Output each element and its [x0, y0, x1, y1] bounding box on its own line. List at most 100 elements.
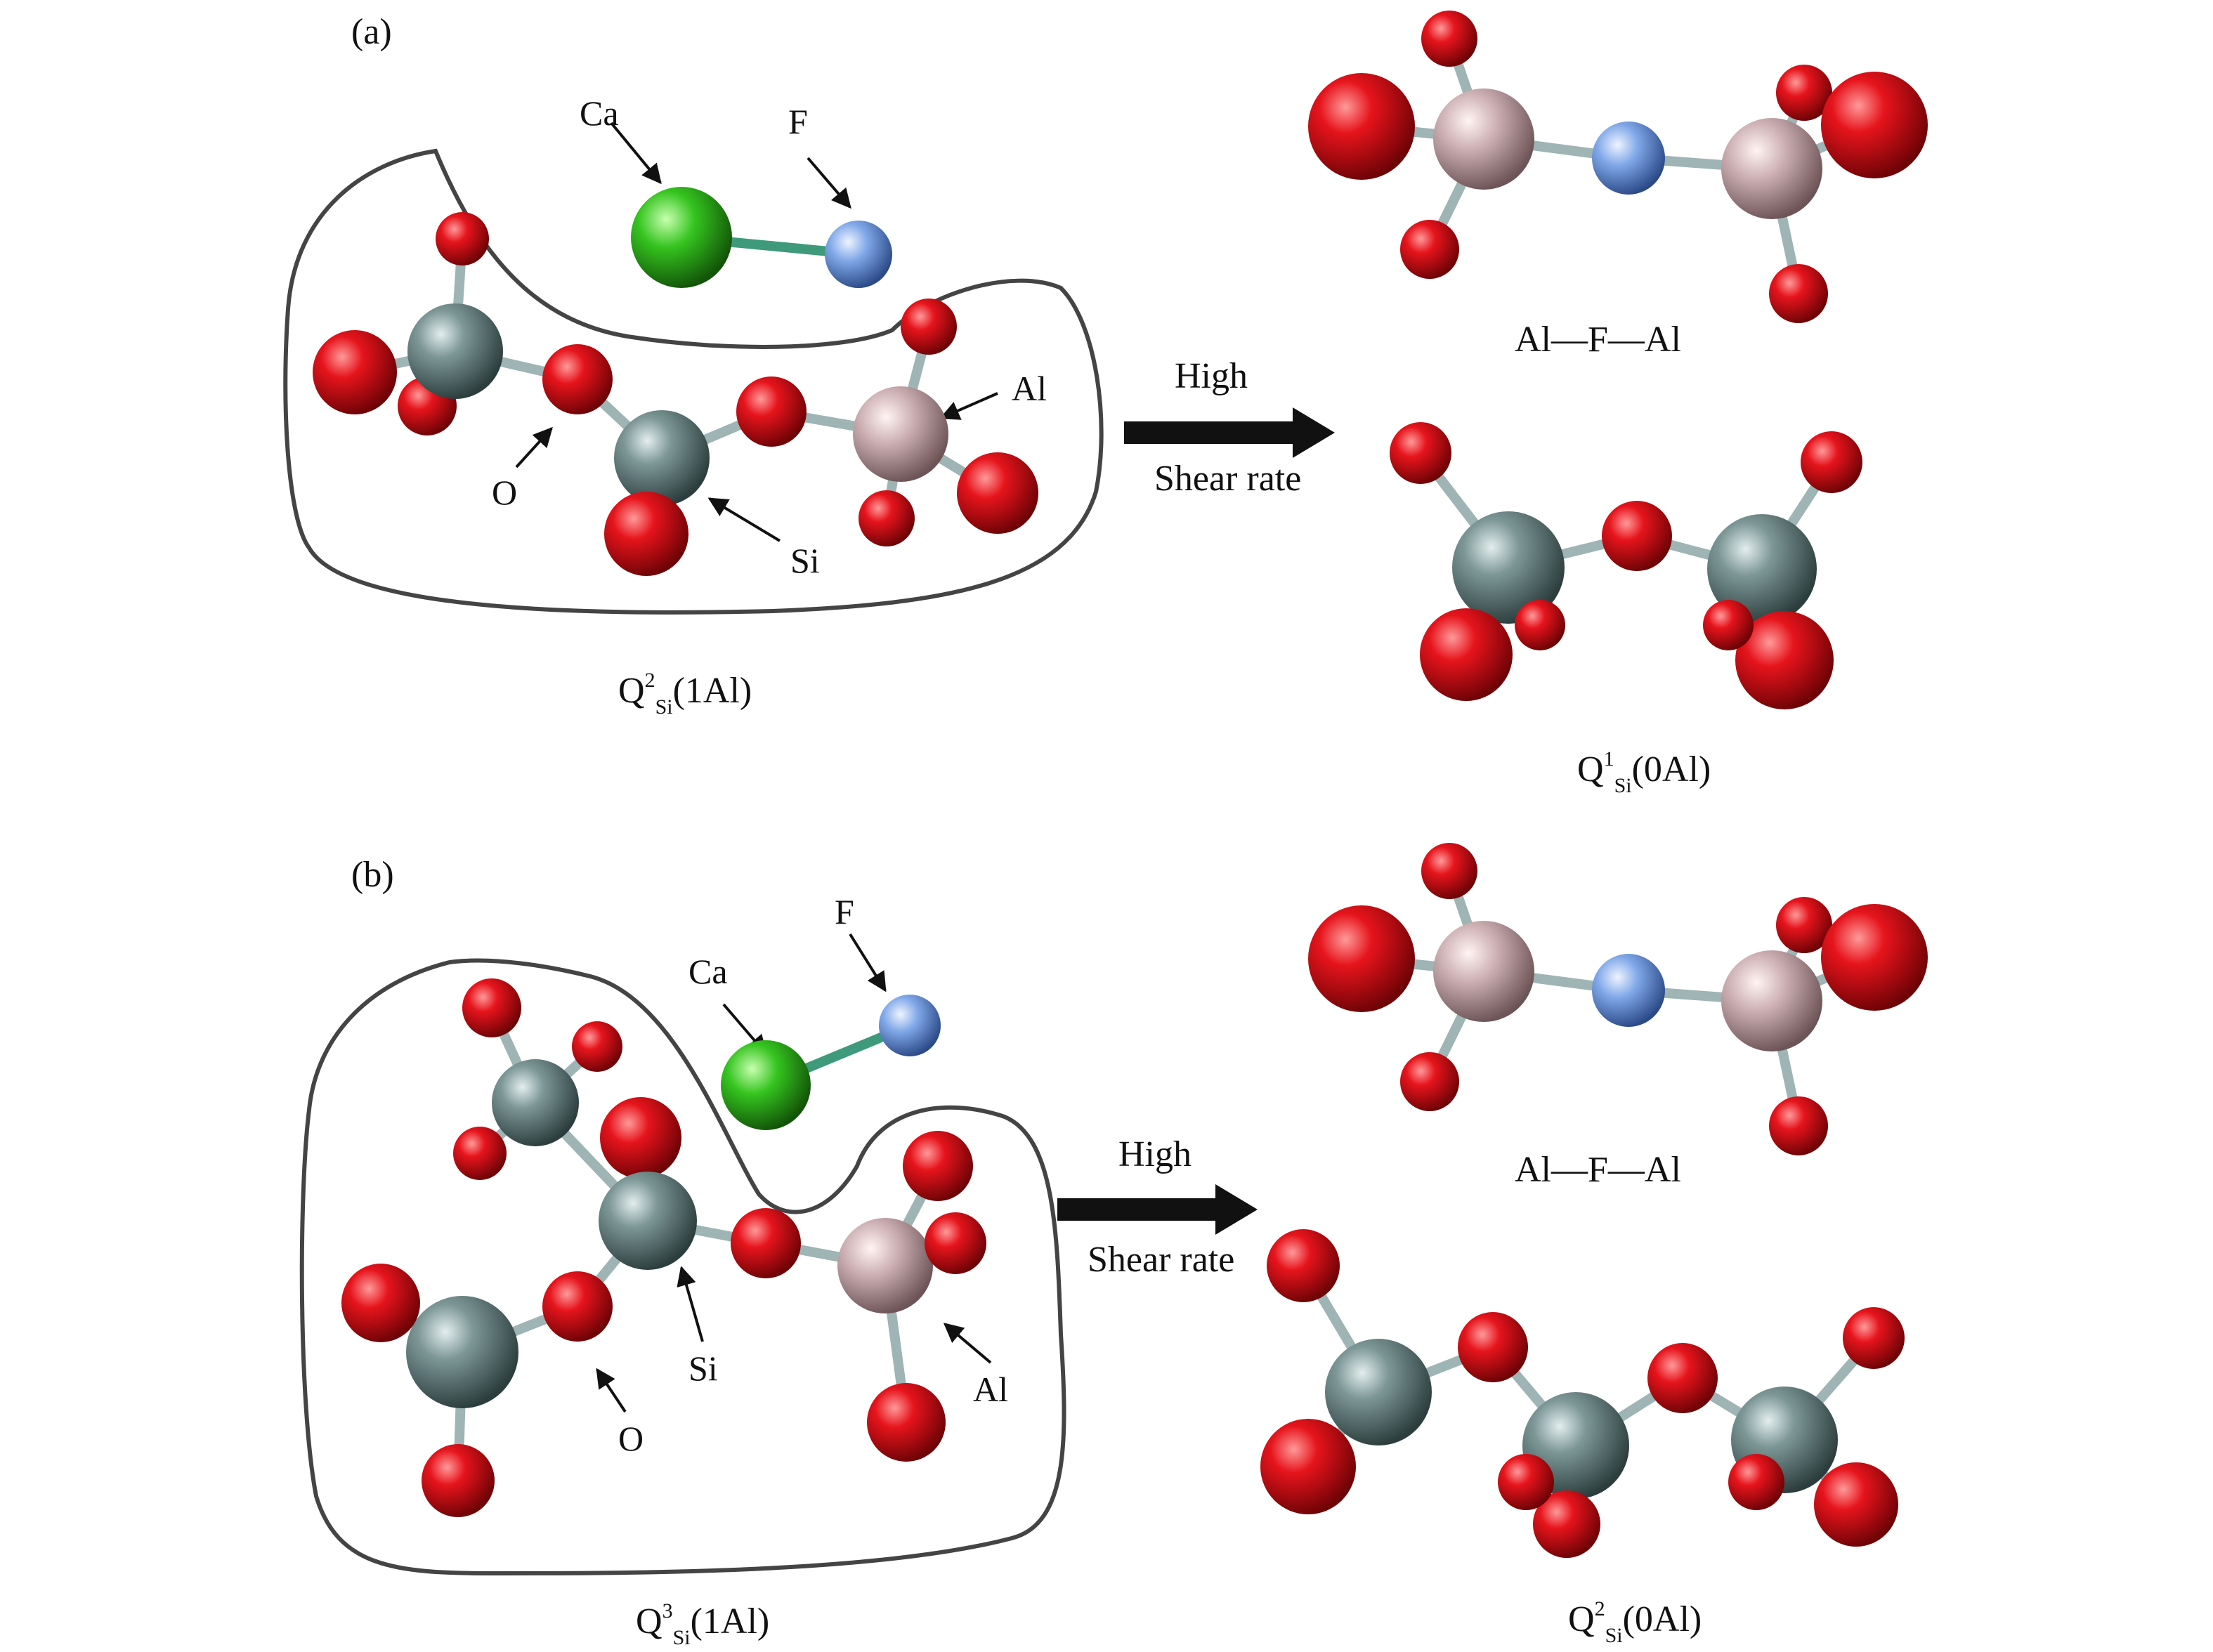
- oxygen-atom: [1390, 422, 1451, 484]
- product-caption-alfal: Al—F—Al: [1515, 1150, 1681, 1190]
- silicon-atom: [1707, 514, 1817, 624]
- oxygen-atom: [1458, 1312, 1528, 1382]
- panel-b-label: (b): [351, 855, 394, 895]
- caption-main: Q: [618, 671, 645, 711]
- oxygen-atom: [1703, 600, 1754, 650]
- caption-superscript: 3: [662, 1599, 673, 1622]
- atom-label-si: Si: [688, 1349, 718, 1388]
- oxygen-atom: [731, 1208, 801, 1278]
- fluorine-atom: [1592, 954, 1665, 1027]
- arrow-label-top: High: [1118, 1134, 1192, 1174]
- molecule-al-f-al: [1308, 843, 1928, 1155]
- silicon-atom: [407, 303, 503, 399]
- aluminum-atom: [1433, 921, 1534, 1022]
- atom-label-ca: Ca: [688, 952, 728, 991]
- molecule-q-product: [1260, 1229, 1905, 1558]
- product-caption-q: Q2Si(0Al): [1568, 1597, 1702, 1647]
- panel-a-label: (a): [351, 12, 392, 52]
- oxygen-atom: [600, 1097, 681, 1179]
- silicon-atom: [406, 1296, 518, 1408]
- caption-subscript: Si: [655, 695, 673, 719]
- oxygen-atom: [1776, 65, 1832, 121]
- aluminum-atom: [853, 386, 948, 482]
- oxygen-atom: [341, 1264, 420, 1342]
- oxygen-atom: [903, 1131, 973, 1201]
- reaction-arrow: [1057, 1184, 1258, 1235]
- atom-label-f: F: [788, 102, 808, 141]
- caption-subscript: Si: [673, 1626, 691, 1649]
- caption-tail: (1Al): [673, 671, 752, 711]
- atom-label-o: O: [492, 473, 517, 512]
- caption-superscript: 2: [645, 669, 655, 692]
- molecule-reactant: [313, 187, 1038, 576]
- oxygen-atom: [1421, 843, 1477, 899]
- caption-superscript: 2: [1595, 1597, 1605, 1620]
- oxygen-atom: [462, 978, 521, 1037]
- pointer-arrow-f: [807, 157, 851, 209]
- pointer-arrow-ca: [610, 122, 662, 185]
- aluminum-atom: [1721, 950, 1822, 1051]
- oxygen-atom: [1498, 1454, 1554, 1510]
- reaction-arrow: [1124, 407, 1335, 458]
- oxygen-atom: [1400, 220, 1459, 279]
- oxygen-atom: [736, 376, 807, 447]
- caption-superscript: 1: [1604, 747, 1614, 771]
- oxygen-atom: [572, 1021, 622, 1072]
- oxygen-atom: [1533, 1490, 1600, 1558]
- calcium-atom: [721, 1040, 811, 1130]
- oxygen-atom: [1769, 1096, 1828, 1155]
- caption-subscript: Si: [1614, 774, 1632, 797]
- oxygen-atom: [1821, 72, 1928, 178]
- oxygen-atom: [1769, 264, 1828, 323]
- molecule-q-product: [1390, 422, 1862, 709]
- pointer-arrow-al: [939, 392, 998, 420]
- fluorine-atom: [1592, 122, 1665, 195]
- pointer-arrow-al: [943, 1323, 992, 1364]
- oxygen-atom: [1267, 1229, 1340, 1302]
- oxygen-atom: [925, 1212, 986, 1274]
- oxygen-atom: [1308, 73, 1415, 180]
- oxygen-atom: [901, 299, 957, 355]
- fluorine-atom: [879, 995, 941, 1056]
- oxygen-atom: [436, 212, 489, 266]
- oxygen-atom: [453, 1127, 507, 1180]
- oxygen-atom: [542, 1271, 613, 1342]
- caption-tail: (0Al): [1623, 1599, 1702, 1639]
- reactant-caption: Q2Si(1Al): [618, 669, 752, 719]
- caption-tail: (1Al): [691, 1601, 770, 1641]
- oxygen-atom: [542, 344, 613, 414]
- oxygen-atom: [1728, 1454, 1784, 1510]
- oxygen-atom: [422, 1444, 495, 1517]
- arrow-label-bottom: Shear rate: [1154, 459, 1301, 499]
- molecule-al-f-al: [1308, 11, 1928, 323]
- reactant-caption: Q3Si(1Al): [636, 1599, 769, 1649]
- atom-label-f: F: [835, 892, 854, 931]
- atom-label-ca: Ca: [580, 93, 619, 133]
- oxygen-atom: [1735, 611, 1834, 709]
- arrow-label-top: High: [1175, 356, 1248, 396]
- silicon-atom: [599, 1172, 697, 1270]
- oxygen-atom: [1308, 905, 1415, 1012]
- caption-subscript: Si: [1605, 1624, 1623, 1647]
- panel-a-reactant-outline: [283, 148, 1104, 615]
- atom-label-al: Al: [1012, 369, 1047, 408]
- caption-tail: (0Al): [1632, 749, 1711, 789]
- panel-b-reactant-outline: [299, 958, 1066, 1576]
- product-caption-alfal: Al—F—Al: [1515, 320, 1681, 360]
- arrow-label-bottom: Shear rate: [1088, 1240, 1234, 1280]
- oxygen-atom: [1647, 1343, 1718, 1413]
- oxygen-atom: [1400, 1052, 1459, 1111]
- aluminum-atom: [1721, 118, 1822, 219]
- silicon-atom: [1325, 1339, 1432, 1446]
- caption-main: Q: [1577, 749, 1604, 789]
- oxygen-atom: [313, 330, 397, 414]
- silicon-atom: [492, 1059, 579, 1146]
- caption-main: Q: [636, 1601, 662, 1641]
- oxygen-atom: [1260, 1419, 1356, 1514]
- aluminum-atom: [837, 1218, 933, 1313]
- oxygen-atom: [867, 1383, 946, 1462]
- oxygen-atom: [1420, 608, 1513, 701]
- pointer-arrow-f: [849, 933, 887, 992]
- oxygen-atom: [1602, 501, 1672, 571]
